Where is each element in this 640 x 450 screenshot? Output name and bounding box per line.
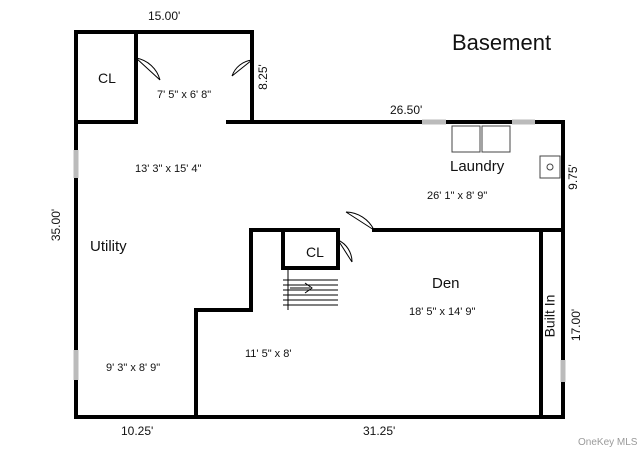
door-closet-left	[135, 57, 161, 81]
left-closet-wall	[74, 30, 138, 124]
room-closet-left-label: CL	[98, 70, 116, 86]
laundry-fixtures	[451, 125, 561, 179]
room-utility-upper-size: 13' 3" x 15' 4"	[135, 163, 202, 175]
room-laundry-label: Laundry	[450, 158, 505, 175]
door-stair-closet	[337, 239, 353, 263]
dim-total-height: 35.00'	[49, 208, 64, 242]
watermark: OneKey MLS	[578, 437, 638, 448]
stairs	[283, 268, 338, 310]
room-stair-area-size: 11' 5" x 8'	[245, 348, 292, 360]
outer-wall	[74, 30, 565, 419]
room-closet-upper-size: 7' 5" x 6' 8"	[157, 89, 212, 101]
room-utility-lower-size: 9' 3" x 8' 9"	[106, 362, 161, 374]
dryer-icon	[481, 125, 511, 153]
room-stair-closet-label: CL	[306, 244, 324, 260]
den-wall	[194, 228, 253, 419]
dim-laundry-height: 9.75'	[565, 164, 580, 190]
washer-icon	[451, 125, 481, 153]
room-laundry-size: 26' 1" x 8' 9"	[427, 190, 488, 202]
dim-bottom-right: 31.25'	[363, 424, 396, 438]
room-den-label: Den	[432, 275, 460, 292]
dim-laundry-width: 26.50'	[390, 103, 423, 117]
dim-den-height: 17.00'	[569, 308, 584, 342]
stair-closet-wall	[281, 228, 340, 270]
room-built-in-label: Built In	[541, 294, 558, 338]
room-utility-label: Utility	[90, 238, 127, 255]
sink-icon	[539, 155, 561, 179]
windows	[73, 119, 566, 382]
door-den	[345, 211, 375, 231]
walls	[74, 30, 565, 419]
room-den-size: 18' 5" x 14' 9"	[409, 306, 476, 318]
dim-top-width: 15.00'	[148, 9, 181, 23]
doors	[135, 57, 375, 263]
dim-bottom-left: 10.25'	[121, 424, 154, 438]
door-closet-upper	[231, 59, 253, 77]
plan-title: Basement	[452, 30, 552, 55]
dim-closet-height: 8.25'	[255, 64, 270, 90]
